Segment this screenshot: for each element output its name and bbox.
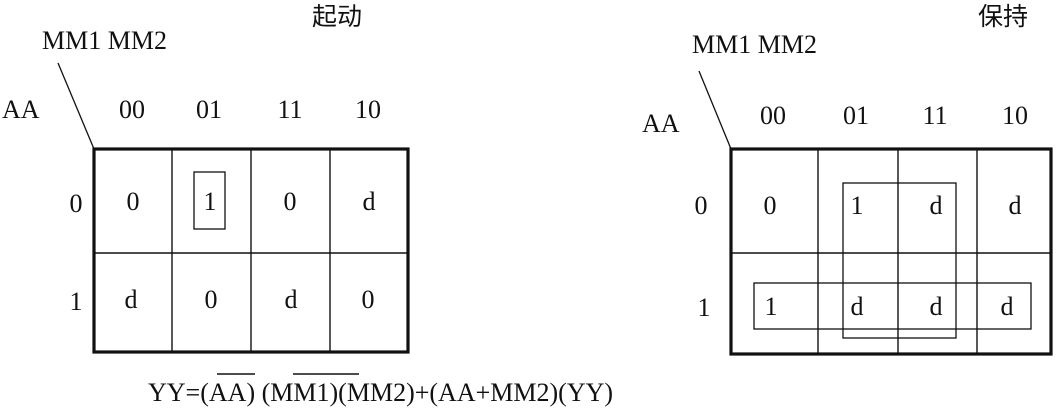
kmap-start-col-code: 01 [196, 95, 222, 124]
kmap-start-cell: d [125, 285, 138, 314]
kmap-start-cell: 1 [204, 187, 217, 216]
kmap-hold-frame [729, 147, 1053, 356]
kmap-hold-col-code: 11 [922, 101, 947, 130]
kmap-hold-cell: d [930, 292, 943, 321]
kmap-start-cell: 0 [205, 285, 218, 314]
formula-aa-negated: AA [209, 378, 247, 407]
kmap-hold-col-code: 10 [1002, 101, 1028, 130]
kmap-hold-cell: 0 [764, 191, 777, 220]
kmap-start-diagonal [57, 62, 95, 150]
kmap-hold: 保持 MM1 MM2 AA 00 01 11 10 0 1 0 1 d d 1 … [642, 2, 1053, 356]
kmap-start-cell: d [363, 187, 376, 216]
kmap-hold-diagonal [698, 70, 732, 150]
kmap-start-cell: d [285, 285, 298, 314]
kmap-hold-cell: d [930, 191, 943, 220]
kmap-start-col-code: 11 [277, 95, 302, 124]
kmap-hold-col-code: 00 [760, 101, 786, 130]
kmap-start-col-code: 00 [119, 95, 145, 124]
kmap-hold-cell: d [1001, 292, 1014, 321]
kmap-start-row-code: 0 [70, 189, 83, 218]
kmap-hold-group-loop-vertical [842, 182, 957, 339]
kmap-hold-col-var: MM1 MM2 [692, 30, 817, 59]
kmap-start-row-var: AA [2, 95, 40, 124]
kmap-start-title: 起动 [312, 2, 362, 31]
kmap-start-cell: 0 [127, 187, 140, 216]
formula-part: ) ( [246, 378, 270, 407]
kmap-start: 起动 MM1 MM2 AA 00 01 11 10 0 1 0 1 0 d d … [2, 2, 410, 354]
kmap-start-col-var: MM1 MM2 [42, 26, 167, 55]
formula: YY=(AA) (MM1)(MM2)+(AA+MM2)(YY) [148, 378, 613, 407]
kmap-hold-title: 保持 [978, 2, 1028, 31]
kmap-hold-cell: 1 [765, 292, 778, 321]
kmap-hold-cell: 1 [851, 191, 864, 220]
kmap-start-col-code: 10 [355, 95, 381, 124]
formula-part: YY=( [148, 378, 209, 407]
formula-mm1-negated: MM1 [270, 378, 329, 407]
kmap-start-row-code: 1 [70, 287, 83, 316]
kmap-hold-group-loop-horizontal [753, 282, 1032, 330]
kmap-hold-col-code: 01 [843, 101, 869, 130]
kmap-hold-cell: d [851, 292, 864, 321]
kmap-start-cell: 0 [284, 187, 297, 216]
formula-part: )(MM2)+(AA+MM2)(YY) [330, 378, 614, 407]
kmap-start-cell: 0 [362, 285, 375, 314]
kmap-hold-row-code: 1 [698, 293, 711, 322]
kmap-hold-row-var: AA [642, 109, 680, 138]
kmap-hold-row-code: 0 [695, 191, 708, 220]
kmap-start-group-loop [193, 171, 226, 230]
kmap-hold-cell: d [1009, 191, 1022, 220]
